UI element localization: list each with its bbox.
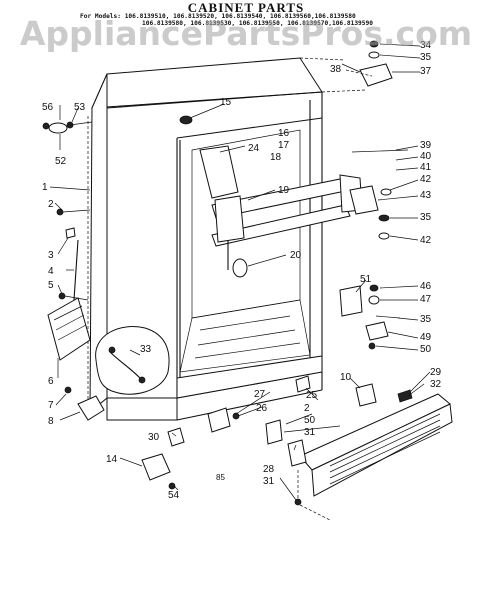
- callout-43: 50: [304, 415, 316, 426]
- callout-19: 19: [278, 185, 290, 196]
- callout-54: 54: [168, 490, 180, 501]
- part-28-block: [167, 427, 185, 447]
- callout-56: 56: [42, 102, 54, 113]
- callout-51: 51: [360, 274, 372, 285]
- callout-29: 29: [430, 367, 442, 378]
- cabinet-body: [87, 57, 366, 421]
- callout-33: 34: [420, 40, 432, 51]
- part-25-screw: [232, 412, 240, 420]
- callout-14: 14: [106, 454, 118, 465]
- callout-4: 4: [48, 266, 54, 277]
- callout-30: 32: [430, 379, 442, 390]
- part-10-bracket: [355, 383, 377, 407]
- callout-25: 26: [256, 403, 268, 414]
- callout-38: 39: [420, 140, 432, 151]
- leader-lines: [49, 43, 431, 501]
- callout-2-left: 2: [48, 199, 54, 210]
- part-14-hinge: [141, 453, 171, 481]
- right-bracket-group: [339, 284, 401, 350]
- part-26-bracket: [207, 407, 231, 433]
- part-15-plug: [179, 115, 193, 125]
- callout-18: 18: [270, 152, 282, 163]
- callout-50-label: 50: [420, 344, 432, 355]
- callout-28: 30: [148, 432, 160, 443]
- callout-41-upper: 42: [420, 174, 432, 185]
- part-8-hinge: [77, 395, 105, 421]
- callout-7: 7: [48, 400, 54, 411]
- callout-20: 20: [290, 250, 302, 261]
- footer-code: 85: [216, 473, 225, 482]
- callout-21: 24: [248, 143, 260, 154]
- callout-5: 5: [48, 280, 54, 291]
- callout-34-lower: 35: [420, 314, 432, 325]
- callout-42: 43: [420, 190, 432, 201]
- rear-panel-6: [47, 297, 91, 361]
- callout-31-lower: 31: [263, 476, 275, 487]
- callout-32: 33: [140, 344, 152, 355]
- right-mid-fasteners: [349, 149, 409, 240]
- callout-27: 28: [263, 464, 275, 475]
- diagram-title: CABINET PARTS: [187, 0, 305, 15]
- callout-52: 52: [55, 156, 67, 167]
- callout-17: 17: [278, 140, 290, 151]
- callout-49: 49: [420, 332, 432, 343]
- callout-47: 47: [420, 294, 432, 305]
- callout-15: 15: [220, 97, 232, 108]
- callout-24: 25: [306, 390, 318, 401]
- callout-10: 10: [340, 372, 352, 383]
- callout-35: 37: [420, 66, 432, 77]
- models-line-1: For Models: 106.8139510, 106.8139520, 10…: [80, 13, 356, 20]
- callout-34-top: 35: [420, 52, 432, 63]
- callout-8: 8: [48, 416, 54, 427]
- callout-3: 3: [48, 250, 54, 261]
- callout-46: 46: [420, 281, 432, 292]
- lower-right-hinge: [265, 419, 341, 521]
- callout-labels: 56 53 52 1 2 3 4 5 6 7 8 15 16 17 18 24 …: [42, 40, 442, 501]
- parts-bag-32: [95, 326, 170, 395]
- models-line-2: 106.8139580, 106.8139530, 106.8139550, 1…: [142, 20, 373, 27]
- callout-26: 27: [254, 389, 266, 400]
- crossbar-assembly: [199, 145, 363, 278]
- callout-39: 40: [420, 151, 432, 162]
- part-7-screw: [64, 386, 72, 394]
- hinge-upper-left: [42, 121, 93, 134]
- callout-41-lower: 42: [420, 235, 432, 246]
- hinge-upper-right: [345, 40, 393, 87]
- callout-37: 38: [330, 64, 342, 75]
- callout-6: 6: [48, 376, 54, 387]
- callout-53: 53: [74, 102, 86, 113]
- callout-34-mid: 35: [420, 212, 432, 223]
- callout-2-right: 2: [304, 403, 310, 414]
- part-54-screw: [168, 482, 176, 490]
- part-24-bracket: [295, 375, 311, 393]
- grille-assembly: [299, 383, 453, 497]
- callout-31-upper: 31: [304, 427, 316, 438]
- callout-40: 41: [420, 162, 432, 173]
- callout-1: 1: [42, 182, 48, 193]
- callout-16: 16: [278, 128, 290, 139]
